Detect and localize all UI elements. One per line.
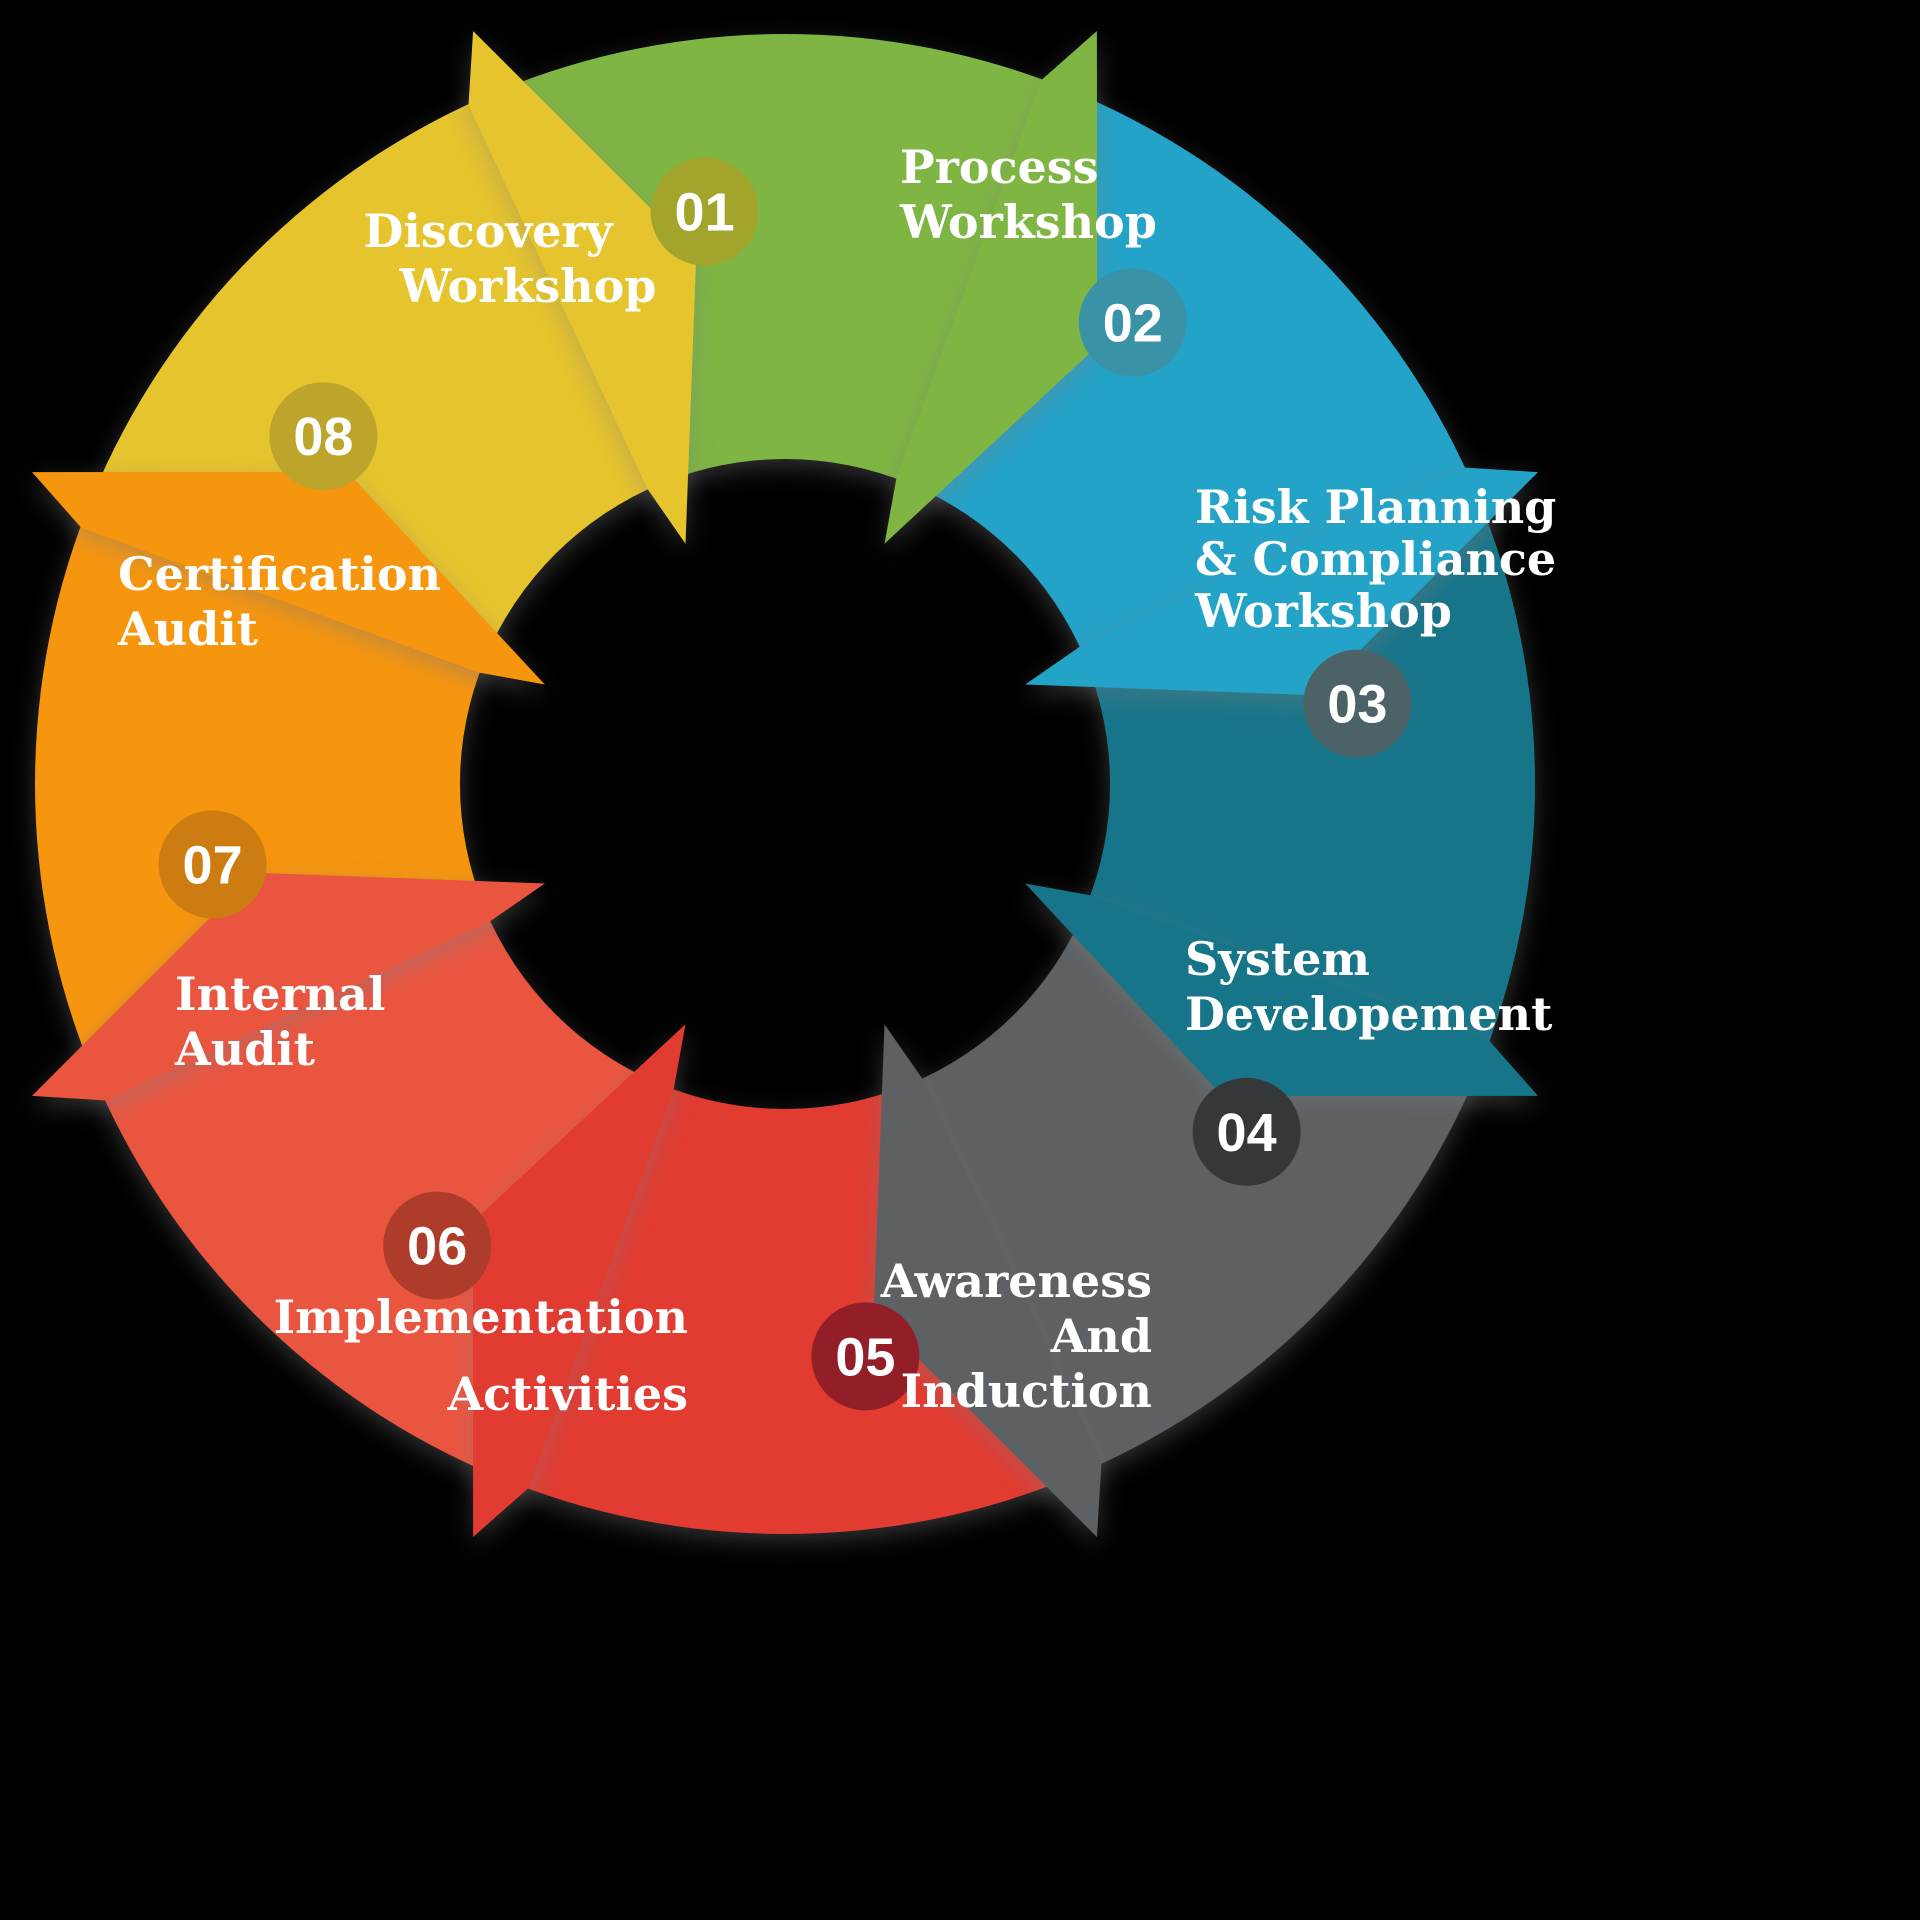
step-03-label-line-1: Risk Planning [1195,480,1556,534]
step-01-number: 01 [675,183,735,243]
step-03-badge [1303,649,1412,758]
step-08-label-line-1: Certification [118,547,441,601]
step-02-badge [1078,268,1187,377]
step-06-number: 06 [407,1217,467,1277]
step-07-number: 07 [183,835,243,895]
step-06-arrowhead-icon [32,872,545,1101]
step-04-number: 04 [1217,1103,1277,1163]
step-06-label-line-1: Implementation [274,1290,688,1344]
step-01-badge [650,157,759,266]
step-04-arrowhead-icon [873,1024,1102,1537]
step-02-label-line-2: Workshop [899,195,1157,249]
step-03-number: 03 [1327,675,1387,735]
step-05-number: 05 [835,1327,895,1387]
step-05-badge [811,1302,920,1411]
step-01-label-line-2: Workshop [399,259,657,313]
arrow-bodies [35,34,1535,1534]
step-01-label-line-1: Discovery [364,204,614,258]
step-04-label-line-2: Developement [1185,987,1553,1041]
step-05-arrowhead-icon [472,1024,686,1537]
step-05-label-line-2: And [1050,1309,1152,1363]
step-02-arrowhead-icon [1025,467,1538,696]
step-04-label-line-1: System [1185,932,1370,986]
step-07-label-line-1: Internal [175,967,385,1021]
step-08-label-line-2: Audit [117,602,259,656]
step-06-label-line-2: Activities [446,1367,688,1421]
step-01-arrowhead-icon [884,31,1098,544]
step-08-arrowhead-icon [468,31,697,544]
step-04-badge [1192,1077,1301,1186]
step-03-label-line-3: Workshop [1194,584,1452,638]
arrow-heads [32,31,1538,1537]
step-02-label-line-1: Process [900,140,1099,194]
step-05-label-line-3: Induction [901,1364,1152,1418]
step-05-label-line-1: Awareness [880,1254,1152,1308]
step-07-label-line-2: Audit [174,1022,316,1076]
step-03-arrowhead-icon [1025,883,1538,1097]
step-08-badge [269,382,378,491]
step-badges: 01 02 03 04 05 06 07 08 [158,157,1412,1411]
step-03-label-line-2: & Compliance [1195,532,1556,586]
step-06-badge [383,1191,492,1300]
step-02-number: 02 [1103,293,1163,353]
step-07-arrowhead-icon [32,471,545,685]
step-08-number: 08 [293,407,353,467]
step-07-badge [158,810,267,919]
